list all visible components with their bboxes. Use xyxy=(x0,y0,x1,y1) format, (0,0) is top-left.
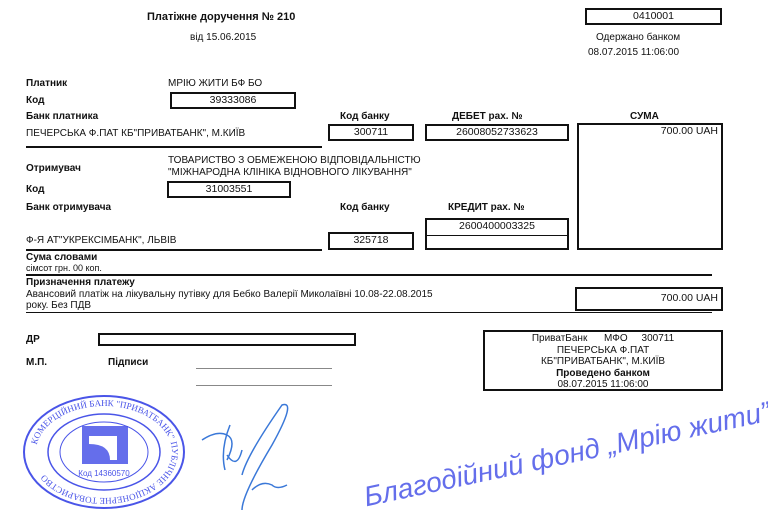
divider xyxy=(26,146,322,148)
recipient-name-line1: ТОВАРИСТВО З ОБМЕЖЕНОЮ ВІДПОВІДАЛЬНІСТЮ xyxy=(168,155,421,166)
amount-words-label: Сума словами xyxy=(26,252,98,263)
document-date: від 15.06.2015 xyxy=(190,32,257,43)
payer-name: МРІЮ ЖИТИ БФ БО xyxy=(168,78,263,89)
signature-line xyxy=(196,385,332,386)
credit-label: КРЕДИТ рах. № xyxy=(448,202,525,213)
processed-label: Проведено банком xyxy=(556,367,650,379)
purpose-label: Призначення платежу xyxy=(26,277,135,288)
document-title: Платіжне доручення № 210 xyxy=(147,11,296,23)
recipient-bank-code-box: 325718 xyxy=(328,232,414,250)
mfo: 300711 xyxy=(641,333,675,344)
dr-label: ДР xyxy=(26,334,40,345)
bank-processed-stamp: ПриватБанк МФО 300711 ПЕЧЕРСЬКА Ф.ПАТ КБ… xyxy=(483,330,723,391)
payer-label: Платник xyxy=(26,78,68,89)
recipient-label: Отримувач xyxy=(26,163,81,174)
payer-code-box: 39333086 xyxy=(170,92,296,109)
received-datetime: 08.07.2015 11:06:00 xyxy=(588,47,680,58)
received-label: Одержано банком xyxy=(596,32,681,43)
recipient-code-box: 31003551 xyxy=(167,181,291,198)
divider xyxy=(26,249,322,251)
bank-line1: ПЕЧЕРСЬКА Ф.ПАТ xyxy=(556,344,650,356)
bank-line2: КБ"ПРИВАТБАНК", М.КИЇВ xyxy=(540,356,666,367)
debit-account-box: 26008052733623 xyxy=(425,124,569,141)
payer-bank-code-box: 300711 xyxy=(328,124,414,141)
watermark: Благодійний фонд „Мрію жити” xyxy=(361,395,768,513)
purpose-line1: Авансовий платіж на лікувальну путівку д… xyxy=(26,289,433,300)
payer-code-label: Код xyxy=(26,95,45,106)
divider xyxy=(26,312,712,313)
seal-code: Код 14360570 xyxy=(78,469,130,478)
amount-box: 700.00 UAH xyxy=(577,123,723,250)
recipient-bank-label: Банк отримувача xyxy=(26,202,112,213)
purpose-line2: року. Без ПДВ xyxy=(26,300,92,311)
recipient-name-line2: "МІЖНАРОДНА КЛІНІКА ВІДНОВНОГО ЛІКУВАННЯ… xyxy=(168,167,412,178)
processed-datetime: 08.07.2015 11:06:00 xyxy=(557,379,649,390)
signature-line xyxy=(196,368,332,369)
payer-bank-code-label: Код банку xyxy=(340,111,390,122)
purpose-amount-box: 700.00 UAH xyxy=(575,287,723,311)
payer-bank-label: Банк платника xyxy=(26,111,99,122)
divider xyxy=(26,274,712,276)
recipient-code-label: Код xyxy=(26,184,45,195)
payer-bank: ПЕЧЕРСЬКА Ф.ПАТ КБ"ПРИВАТБАНК", М.КИЇВ xyxy=(26,128,246,139)
dr-box xyxy=(98,333,356,346)
bank-seal-icon: КОМЕРЦІЙНИЙ БАНК "ПРИВАТБАНК" ПУБЛІЧНЕ А… xyxy=(23,395,185,509)
mp-label: М.П. xyxy=(26,357,48,368)
amount-label: СУМА xyxy=(630,111,659,122)
bank-name: ПриватБанк xyxy=(531,333,588,344)
form-code-box: 0410001 xyxy=(585,8,722,25)
debit-label: ДЕБЕТ рах. № xyxy=(452,111,523,122)
recipient-bank-code-label: Код банку xyxy=(340,202,390,213)
signature-icon xyxy=(201,403,289,510)
mfo-label: МФО xyxy=(604,333,628,344)
credit-account: 2600400003325 xyxy=(427,220,567,236)
bank-mfo-row: ПриватБанк МФО 300711 xyxy=(485,333,721,345)
signatures-label: Підписи xyxy=(108,357,149,368)
credit-account-box: 2600400003325 xyxy=(425,218,569,250)
recipient-bank: Ф-Я АТ"УКРЕКСІМБАНК", ЛЬВІВ xyxy=(26,235,177,246)
amount-words: сімсот грн. 00 коп. xyxy=(26,263,102,273)
